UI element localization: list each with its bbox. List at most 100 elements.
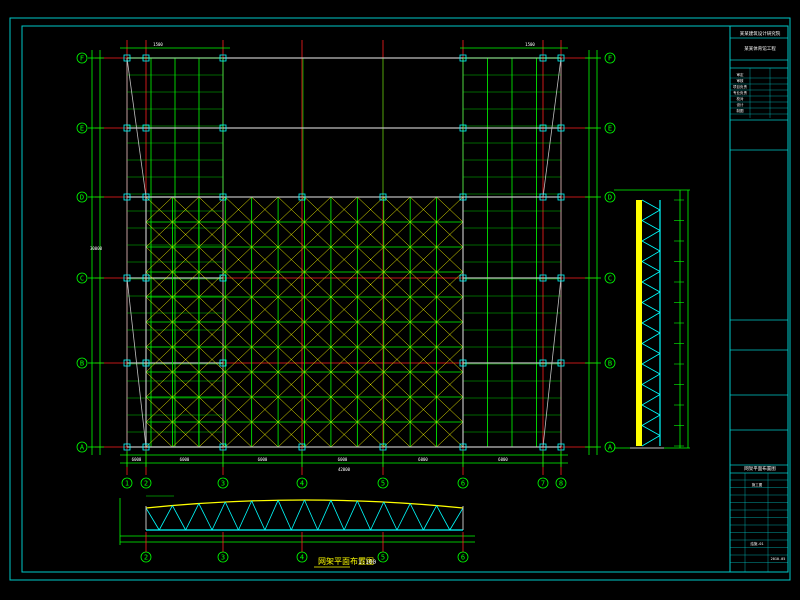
column-node: [539, 274, 547, 282]
side-web: [641, 322, 661, 334]
space-frame-web: [277, 221, 305, 248]
title-block: 某某建筑设计研究院某某体育馆工程审定审核项目负责专业负责校对设计制图网架平面布置…: [729, 25, 788, 572]
tb-project: 某某体育馆工程: [744, 45, 776, 52]
axis-bubble-label: A: [80, 444, 85, 452]
space-frame-web: [277, 371, 305, 398]
axis-bubble-col: [121, 477, 133, 489]
space-frame-web: [409, 271, 437, 298]
space-frame-web: [198, 296, 226, 323]
side-web: [641, 250, 661, 262]
side-web: [641, 425, 661, 436]
space-frame-web: [277, 346, 305, 373]
tb-date: 2010.05: [771, 557, 786, 561]
space-frame-web: [409, 221, 437, 248]
space-frame-web: [357, 246, 384, 273]
section-web: [304, 499, 319, 531]
space-frame-web: [225, 271, 252, 298]
dim-text: 6000: [338, 457, 348, 462]
space-frame-web: [145, 346, 173, 373]
space-frame-web: [198, 196, 226, 223]
space-frame-web: [436, 396, 464, 423]
axis-bubble-label: B: [608, 360, 612, 368]
column-node: [379, 193, 387, 201]
section-web: [158, 505, 173, 531]
space-frame-web: [330, 271, 358, 298]
side-web: [641, 435, 661, 447]
column-node: [142, 124, 150, 132]
space-frame-web: [357, 396, 384, 423]
space-frame-web: [198, 271, 226, 298]
tb-drawing-no: 结施-01: [750, 541, 763, 546]
axis-bubble-label: 1: [125, 480, 129, 488]
side-web: [641, 394, 661, 406]
space-frame-web: [277, 246, 305, 273]
dim-text-side: 1500: [153, 42, 163, 47]
space-frame-web: [409, 321, 437, 348]
tb-stage: 施工图: [752, 482, 763, 487]
section-web: [436, 505, 451, 531]
section-web: [356, 500, 371, 531]
space-frame-web: [330, 196, 358, 223]
axis-bubble-row: [76, 122, 88, 134]
column-node: [123, 124, 131, 132]
column-node: [142, 443, 150, 451]
column-node: [539, 443, 547, 451]
tb-company: 某某建筑设计研究院: [740, 30, 781, 37]
column-node: [142, 54, 150, 62]
column-node: [298, 443, 306, 451]
space-frame-web: [436, 221, 464, 248]
column-node: [219, 359, 227, 367]
section-web: [330, 500, 345, 531]
section-axis-bubble: [217, 551, 229, 563]
space-frame-web: [357, 221, 384, 248]
column-node: [557, 124, 565, 132]
section-web: [317, 500, 332, 531]
axis-bubble-row: [76, 357, 88, 369]
space-frame-web: [409, 196, 437, 223]
column-node: [557, 193, 565, 201]
section-web: [383, 501, 398, 531]
space-frame-web: [304, 396, 332, 423]
dim-text-total: 42000: [338, 467, 351, 472]
column-node: [219, 124, 227, 132]
space-frame-web: [198, 371, 226, 398]
section-web: [145, 507, 160, 531]
sheet-border: [9, 17, 791, 581]
space-frame-web: [145, 321, 173, 348]
section-web: [172, 505, 186, 531]
space-frame-outline: [145, 196, 464, 448]
space-frame-web: [251, 346, 279, 373]
axis-bubble-row: [76, 272, 88, 284]
tb-table-label: 校对: [737, 96, 745, 101]
side-web: [641, 220, 661, 231]
space-frame-web: [409, 421, 437, 448]
axis-bubble-label: 3: [221, 480, 225, 488]
column-node: [539, 359, 547, 367]
space-frame-web: [172, 371, 200, 398]
dim-text: 6000: [132, 457, 142, 462]
space-frame-web: [409, 396, 437, 423]
axis-bubble-label: D: [80, 194, 84, 202]
section-axis-bubble: [457, 551, 469, 563]
column-node: [539, 193, 547, 201]
section-axis-label: 3: [221, 554, 225, 562]
space-frame-web: [198, 346, 226, 373]
section-web: [185, 503, 200, 531]
space-frame-web: [225, 296, 252, 323]
space-frame-web: [198, 321, 226, 348]
tb-table-label: 设计: [737, 102, 745, 107]
axis-bubble-label: 6: [461, 480, 465, 488]
space-frame-web: [383, 346, 411, 373]
section-axis-bubble: [296, 551, 308, 563]
space-frame-web: [409, 371, 437, 398]
space-frame-web: [172, 246, 200, 273]
space-frame-web: [145, 196, 173, 223]
section-web: [449, 507, 464, 531]
space-frame-web: [436, 321, 464, 348]
space-frame-web: [330, 221, 358, 248]
axis-bubble-row: [604, 191, 616, 203]
space-frame-web: [383, 246, 411, 273]
axis-bubble-col: [555, 477, 567, 489]
tb-table-label: 制图: [737, 108, 745, 113]
